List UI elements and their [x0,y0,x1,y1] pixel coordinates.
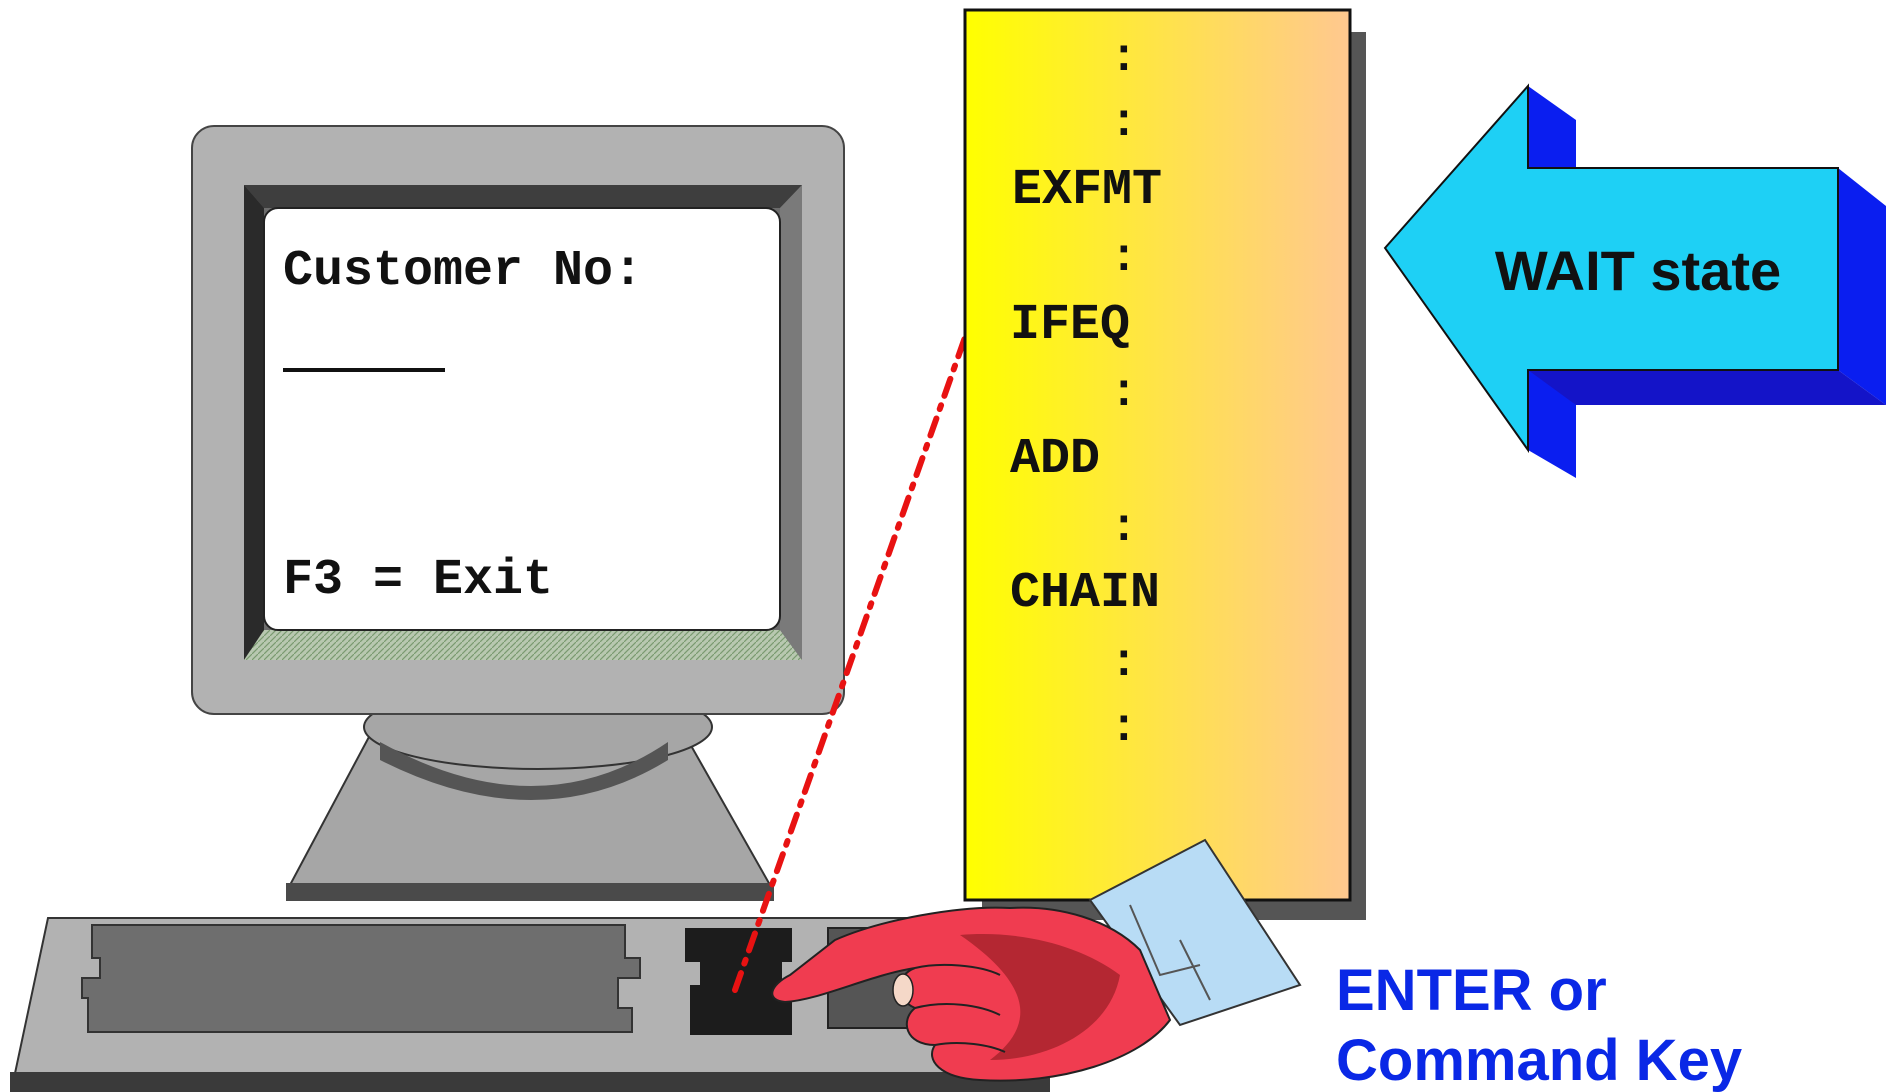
continuation-dots: : [1110,32,1138,84]
statement-chain: CHAIN [1010,565,1160,622]
stand-base [286,883,774,901]
continuation-dots: : [1110,637,1138,689]
pointing-hand-icon [771,838,1302,1082]
program-panel: : : EXFMT : IFEQ : ADD : CHAIN : : [963,8,1366,920]
continuation-dots: : [1110,702,1138,754]
caption-line-2: Command Key [1336,1028,1742,1092]
wait-arrow-face [1383,83,1839,454]
customer-number-prompt: Customer No: [283,243,643,300]
fingernail [892,973,914,1007]
continuation-dots: : [1110,232,1138,284]
continuation-dots: : [1110,97,1138,149]
monitor-neck-shadow [380,742,668,800]
program-panel-body [963,8,1352,902]
keyboard-base [10,1072,1050,1092]
statement-ifeq: IFEQ [1010,297,1130,354]
exit-key-hint: F3 = Exit [283,552,553,609]
statement-add: ADD [1010,431,1100,488]
computer-illustration: Customer No: F3 = Exit [10,125,1050,1092]
continuation-dots: : [1110,502,1138,554]
caption-line-1: ENTER or [1336,958,1607,1023]
statement-exfmt: EXFMT [1012,162,1162,219]
keyboard-main-keys [81,924,641,1033]
wait-state-arrow: WAIT state [1383,83,1886,478]
continuation-dots: : [1110,367,1138,419]
wait-state-label: WAIT state [1495,239,1781,302]
terminal-screen [263,207,781,631]
